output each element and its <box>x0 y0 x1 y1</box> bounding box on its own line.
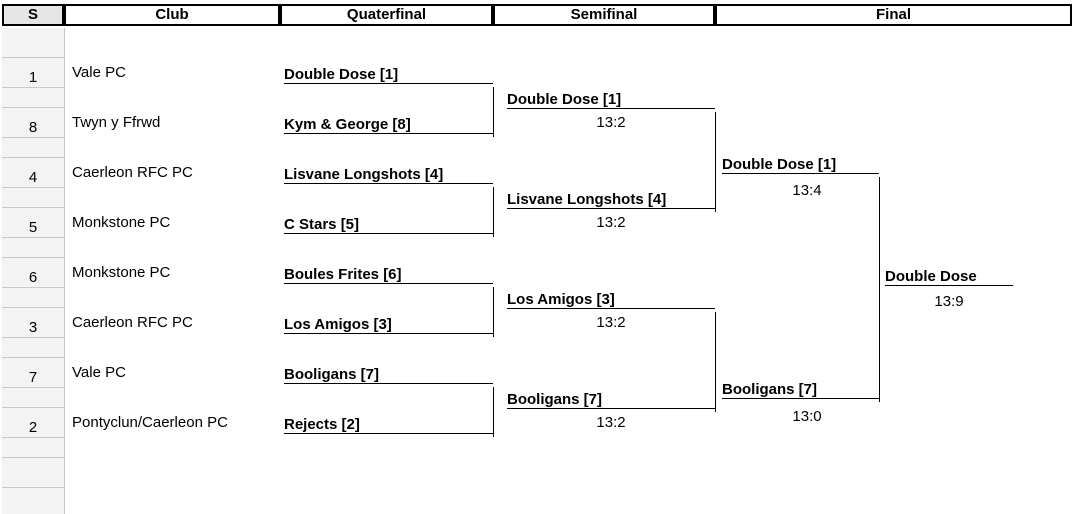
semifinal-score: 13:2 <box>596 414 626 431</box>
semifinal-team: Double Dose [1] <box>507 91 715 109</box>
seed-3: 3 <box>28 319 38 336</box>
quarterfinal-team: C Stars [5] <box>284 216 493 234</box>
final-team: Double Dose [1] <box>722 156 879 174</box>
champion-team: Double Dose <box>885 268 1013 286</box>
seed-5: 5 <box>28 219 38 236</box>
seed-4: 4 <box>28 169 38 186</box>
club-cell: Caerleon RFC PC <box>72 314 193 331</box>
semifinal-score: 13:2 <box>596 214 626 231</box>
quarterfinal-team: Kym & George [8] <box>284 116 493 134</box>
header-final: Final <box>715 4 1072 26</box>
quarterfinal-team: Los Amigos [3] <box>284 316 493 334</box>
final-score: 13:0 <box>792 408 822 425</box>
semifinal-score: 13:2 <box>596 314 626 331</box>
header-quarterfinal: Quaterfinal <box>280 4 493 26</box>
club-cell: Caerleon RFC PC <box>72 164 193 181</box>
final-score: 13:4 <box>792 182 822 199</box>
semifinal-team: Los Amigos [3] <box>507 291 715 309</box>
club-cell: Twyn y Ffrwd <box>72 114 161 131</box>
bracket-connector <box>879 177 880 402</box>
header-semifinal: Semifinal <box>493 4 715 26</box>
semifinal-score: 13:2 <box>596 114 626 131</box>
seed-1: 1 <box>28 69 38 86</box>
bracket-connector <box>715 112 716 212</box>
club-cell: Monkstone PC <box>72 214 171 231</box>
seed-6: 6 <box>28 269 38 286</box>
semifinal-team: Lisvane Longshots [4] <box>507 191 715 209</box>
club-cell: Monkstone PC <box>72 264 171 281</box>
quarterfinal-team: Booligans [7] <box>284 366 493 384</box>
seed-7: 7 <box>28 369 38 386</box>
final-team: Booligans [7] <box>722 381 879 399</box>
champion-score: 13:9 <box>934 293 964 310</box>
club-cell: Pontyclun/Caerleon PC <box>72 414 228 431</box>
quarterfinal-team: Double Dose [1] <box>284 66 493 84</box>
seed-8: 8 <box>28 119 38 136</box>
bracket-connector <box>493 87 494 137</box>
row-header-column <box>2 28 65 514</box>
club-cell: Vale PC <box>72 64 126 81</box>
semifinal-team: Booligans [7] <box>507 391 715 409</box>
seed-2: 2 <box>28 419 38 436</box>
header-seed: S <box>2 4 64 26</box>
club-cell: Vale PC <box>72 364 126 381</box>
bracket-connector <box>493 187 494 237</box>
bracket-connector <box>493 387 494 437</box>
bracket-connector <box>715 312 716 412</box>
quarterfinal-team: Rejects [2] <box>284 416 493 434</box>
header-club: Club <box>64 4 280 26</box>
bracket-connector <box>493 287 494 337</box>
quarterfinal-team: Boules Frites [6] <box>284 266 493 284</box>
quarterfinal-team: Lisvane Longshots [4] <box>284 166 493 184</box>
